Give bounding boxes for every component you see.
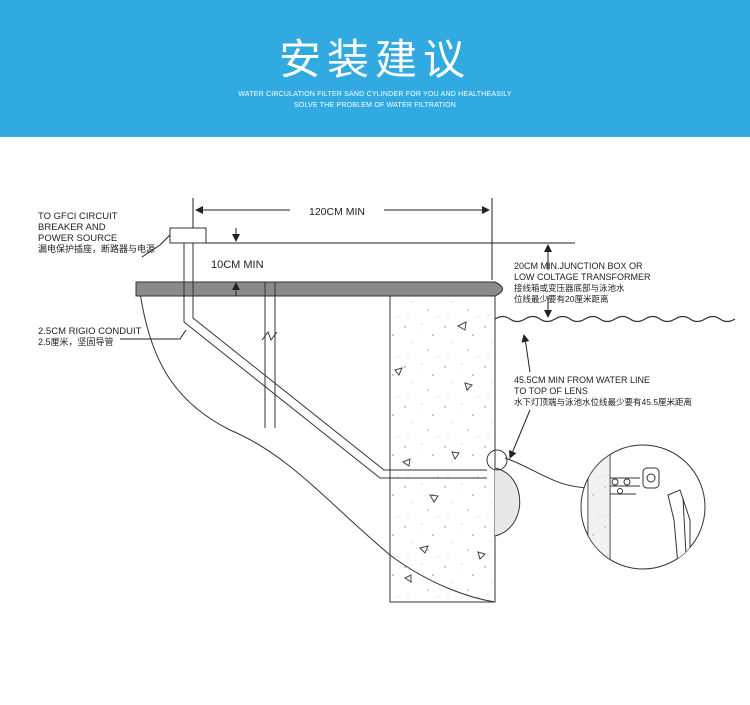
junction-label-cn1: 接线箱或变压器底部与泳池水 [514,283,625,293]
conduit-label: 2.5CM RIGIO CONDUIT 2.5厘米，坚固导管 [38,326,142,347]
support-pipe [261,282,278,428]
gfci-label-line1: TO GFCI CIRCUIT [38,211,118,222]
wall-aggregate [394,321,486,583]
dimension-45cm [509,334,531,459]
water-line-label-cn: 水下灯顶端与泳池水位线最少要有45.5厘米距离 [514,397,692,407]
water-line-label: 45.5CM MIN FROM WATER LINE TO TOP OF LEN… [514,375,692,407]
rigid-conduit [183,243,487,479]
dimension-10cm [206,228,575,296]
gfci-label: TO GFCI CIRCUIT BREAKER AND POWER SOURCE… [38,211,155,254]
junction-label-cn2: 位线最少要有20厘米距离 [514,294,608,304]
banner-subtitle-line2: SOLVE THE PROBLEM OF WATER FILTRATION [293,102,457,109]
water-line-label-line2: TO TOP OF LENS [514,386,588,396]
pool-deck [135,281,503,297]
conduit-label-en: 2.5CM RIGIO CONDUIT [38,326,142,337]
junction-label: 20CM MIN.JUNCTION BOX OR LOW COLTAGE TRA… [514,261,651,304]
water-line [494,315,736,323]
pool-wall [389,293,496,603]
junction-label-line1: 20CM MIN.JUNCTION BOX OR [514,261,643,271]
junction-box [169,227,207,244]
water-line-label-line1: 45.5CM MIN FROM WATER LINE [514,375,650,385]
pool-light-detail-circle [486,449,508,471]
gfci-label-line3: POWER SOURCE [38,233,117,244]
light-detail-inset [580,444,706,570]
leader-lines [120,234,187,340]
junction-label-line2: LOW COLTAGE TRANSFORMER [514,272,651,282]
dimension-120cm-label: 120CM MIN [309,206,365,218]
dimension-120cm [192,198,493,280]
installation-diagram-svg: 120CM MIN 10CM MIN TO GFCI CIRCUIT BREAK… [38,198,736,603]
pool-light-housing [494,467,521,537]
dimension-10cm-label: 10CM MIN [211,259,264,271]
gfci-label-cn: 漏电保护插座，断路器与电源 [38,243,155,254]
conduit-label-cn: 2.5厘米，坚固导管 [38,336,114,347]
banner-subtitle-line1: WATER CIRCULATION FILTER SAND CYLINDER F… [238,91,512,98]
installation-diagram: 120CM MIN 10CM MIN TO GFCI CIRCUIT BREAK… [0,137,750,701]
header-banner: 安装建议 WATER CIRCULATION FILTER SAND CYLIN… [0,0,750,137]
gfci-label-line2: BREAKER AND [38,222,106,233]
banner-title: 安装建议 [278,35,471,84]
